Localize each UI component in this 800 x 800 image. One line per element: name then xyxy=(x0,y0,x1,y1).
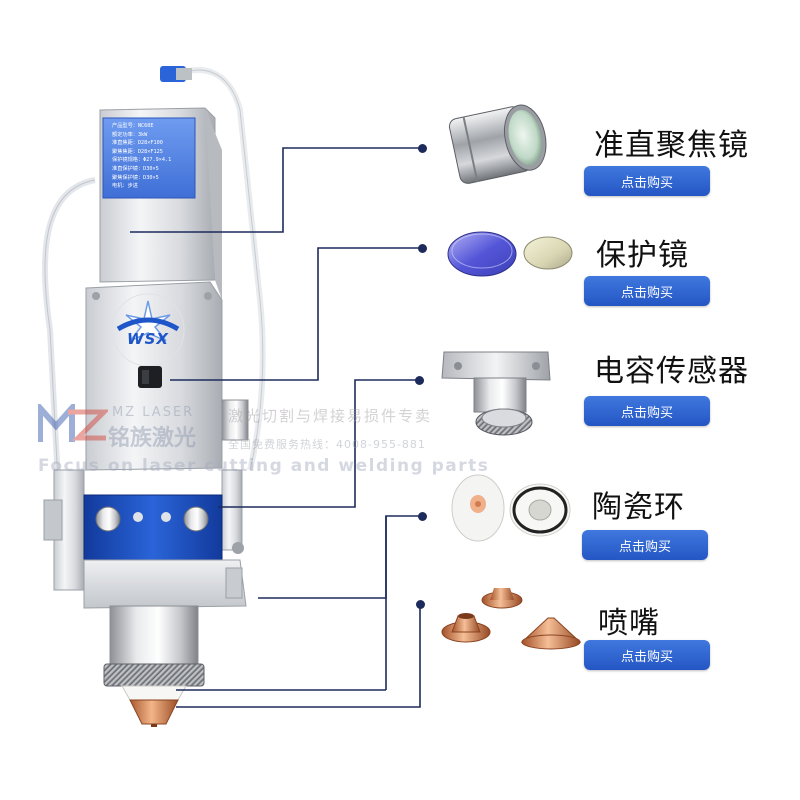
spec-line: 电机：步进 xyxy=(112,183,138,190)
spec-line: 聚焦焦距：D28×F125 xyxy=(112,148,163,155)
connector-dot xyxy=(418,512,427,521)
connector-dot xyxy=(418,244,427,253)
spec-line: 产品型号：NC60E xyxy=(112,123,154,129)
spec-line: 额定功率：3kW xyxy=(112,131,148,138)
collimating-focusing-lens-icon xyxy=(448,104,547,184)
part-title-nozzle: 喷嘴 xyxy=(598,606,660,641)
buy-button-protective-lens[interactable]: 点击购买 xyxy=(584,276,710,306)
buy-button-ceramic-ring[interactable]: 点击购买 xyxy=(582,530,708,560)
buy-button-nozzle[interactable]: 点击购买 xyxy=(584,640,710,670)
spec-line: 准直保护镜：D30×5 xyxy=(112,165,159,172)
protective-lens-icon xyxy=(447,231,573,277)
ceramic-ring-icon xyxy=(451,474,571,542)
part-title-ceramic-ring: 陶瓷环 xyxy=(592,490,685,525)
connector-dot xyxy=(418,144,427,153)
part-title-collimating-focusing-lens: 准直聚焦镜 xyxy=(594,128,749,163)
nozzle-icon xyxy=(441,588,582,650)
spec-line: 聚焦保护镜：D30×5 xyxy=(112,174,159,181)
part-title-capacitive-sensor: 电容传感器 xyxy=(594,354,749,389)
part-title-protective-lens: 保护镜 xyxy=(596,238,689,273)
spec-line: 准直焦距：D28×F100 xyxy=(112,140,163,147)
connector-dot xyxy=(416,600,425,609)
connector-dot xyxy=(415,376,424,385)
spec-line: 保护镜规格：Φ27.9×4.1 xyxy=(112,157,172,164)
buy-button-capacitive-sensor[interactable]: 点击购买 xyxy=(584,396,710,426)
wsx-logo-text: WSX xyxy=(127,330,169,348)
head-spec-label: 产品型号：NC60E 额定功率：3kW 准直焦距：D28×F100 聚焦焦距：D… xyxy=(112,122,194,191)
buy-button-collimating-focusing-lens[interactable]: 点击购买 xyxy=(584,166,710,196)
capacitive-sensor-icon xyxy=(441,351,551,436)
